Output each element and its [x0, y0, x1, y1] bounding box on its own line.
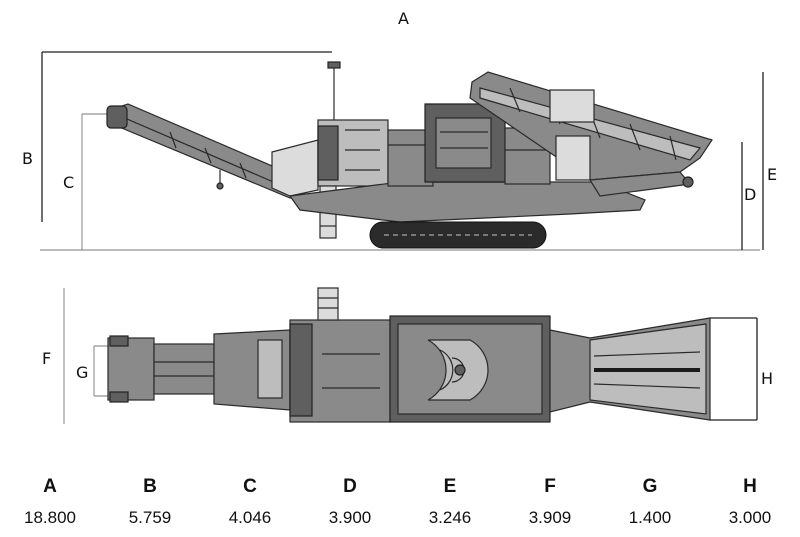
- table-value-h: 3.000: [728, 508, 772, 527]
- top-view: F G H: [42, 287, 773, 424]
- label-c: C: [63, 173, 74, 192]
- table-value-g: 1.400: [628, 508, 672, 527]
- table-key-f: F: [544, 476, 556, 497]
- label-a: A: [398, 9, 409, 28]
- side-view: A B C D E: [22, 9, 777, 251]
- conveyor-top: [107, 337, 155, 401]
- table-value-b: 5.759: [128, 508, 172, 527]
- table-value-e: 3.246: [428, 508, 472, 527]
- table-key-g: G: [642, 476, 658, 497]
- table-key-b: B: [143, 476, 157, 497]
- label-f: F: [42, 349, 51, 368]
- label-g: G: [76, 363, 88, 382]
- screen-railing: [549, 89, 595, 123]
- table-key-h: H: [743, 476, 757, 497]
- ladder-top: [317, 287, 339, 321]
- label-e: E: [767, 165, 777, 184]
- table-value-d: 3.900: [328, 508, 372, 527]
- screen-frame: [555, 135, 591, 181]
- table-value-f: 3.909: [528, 508, 572, 527]
- table-value-c: 4.046: [228, 508, 272, 527]
- table-key-d: D: [343, 476, 357, 497]
- table-key-e: E: [443, 476, 457, 497]
- table-key-a: A: [43, 476, 57, 497]
- label-d: D: [744, 185, 756, 204]
- main-chassis: [288, 181, 646, 223]
- table-key-c: C: [243, 476, 257, 497]
- label-h: H: [761, 369, 773, 388]
- label-b: B: [22, 149, 33, 168]
- conveyor-head-drum: [106, 105, 128, 129]
- engine-hood: [271, 139, 319, 197]
- table-value-a: 18.800: [24, 508, 76, 527]
